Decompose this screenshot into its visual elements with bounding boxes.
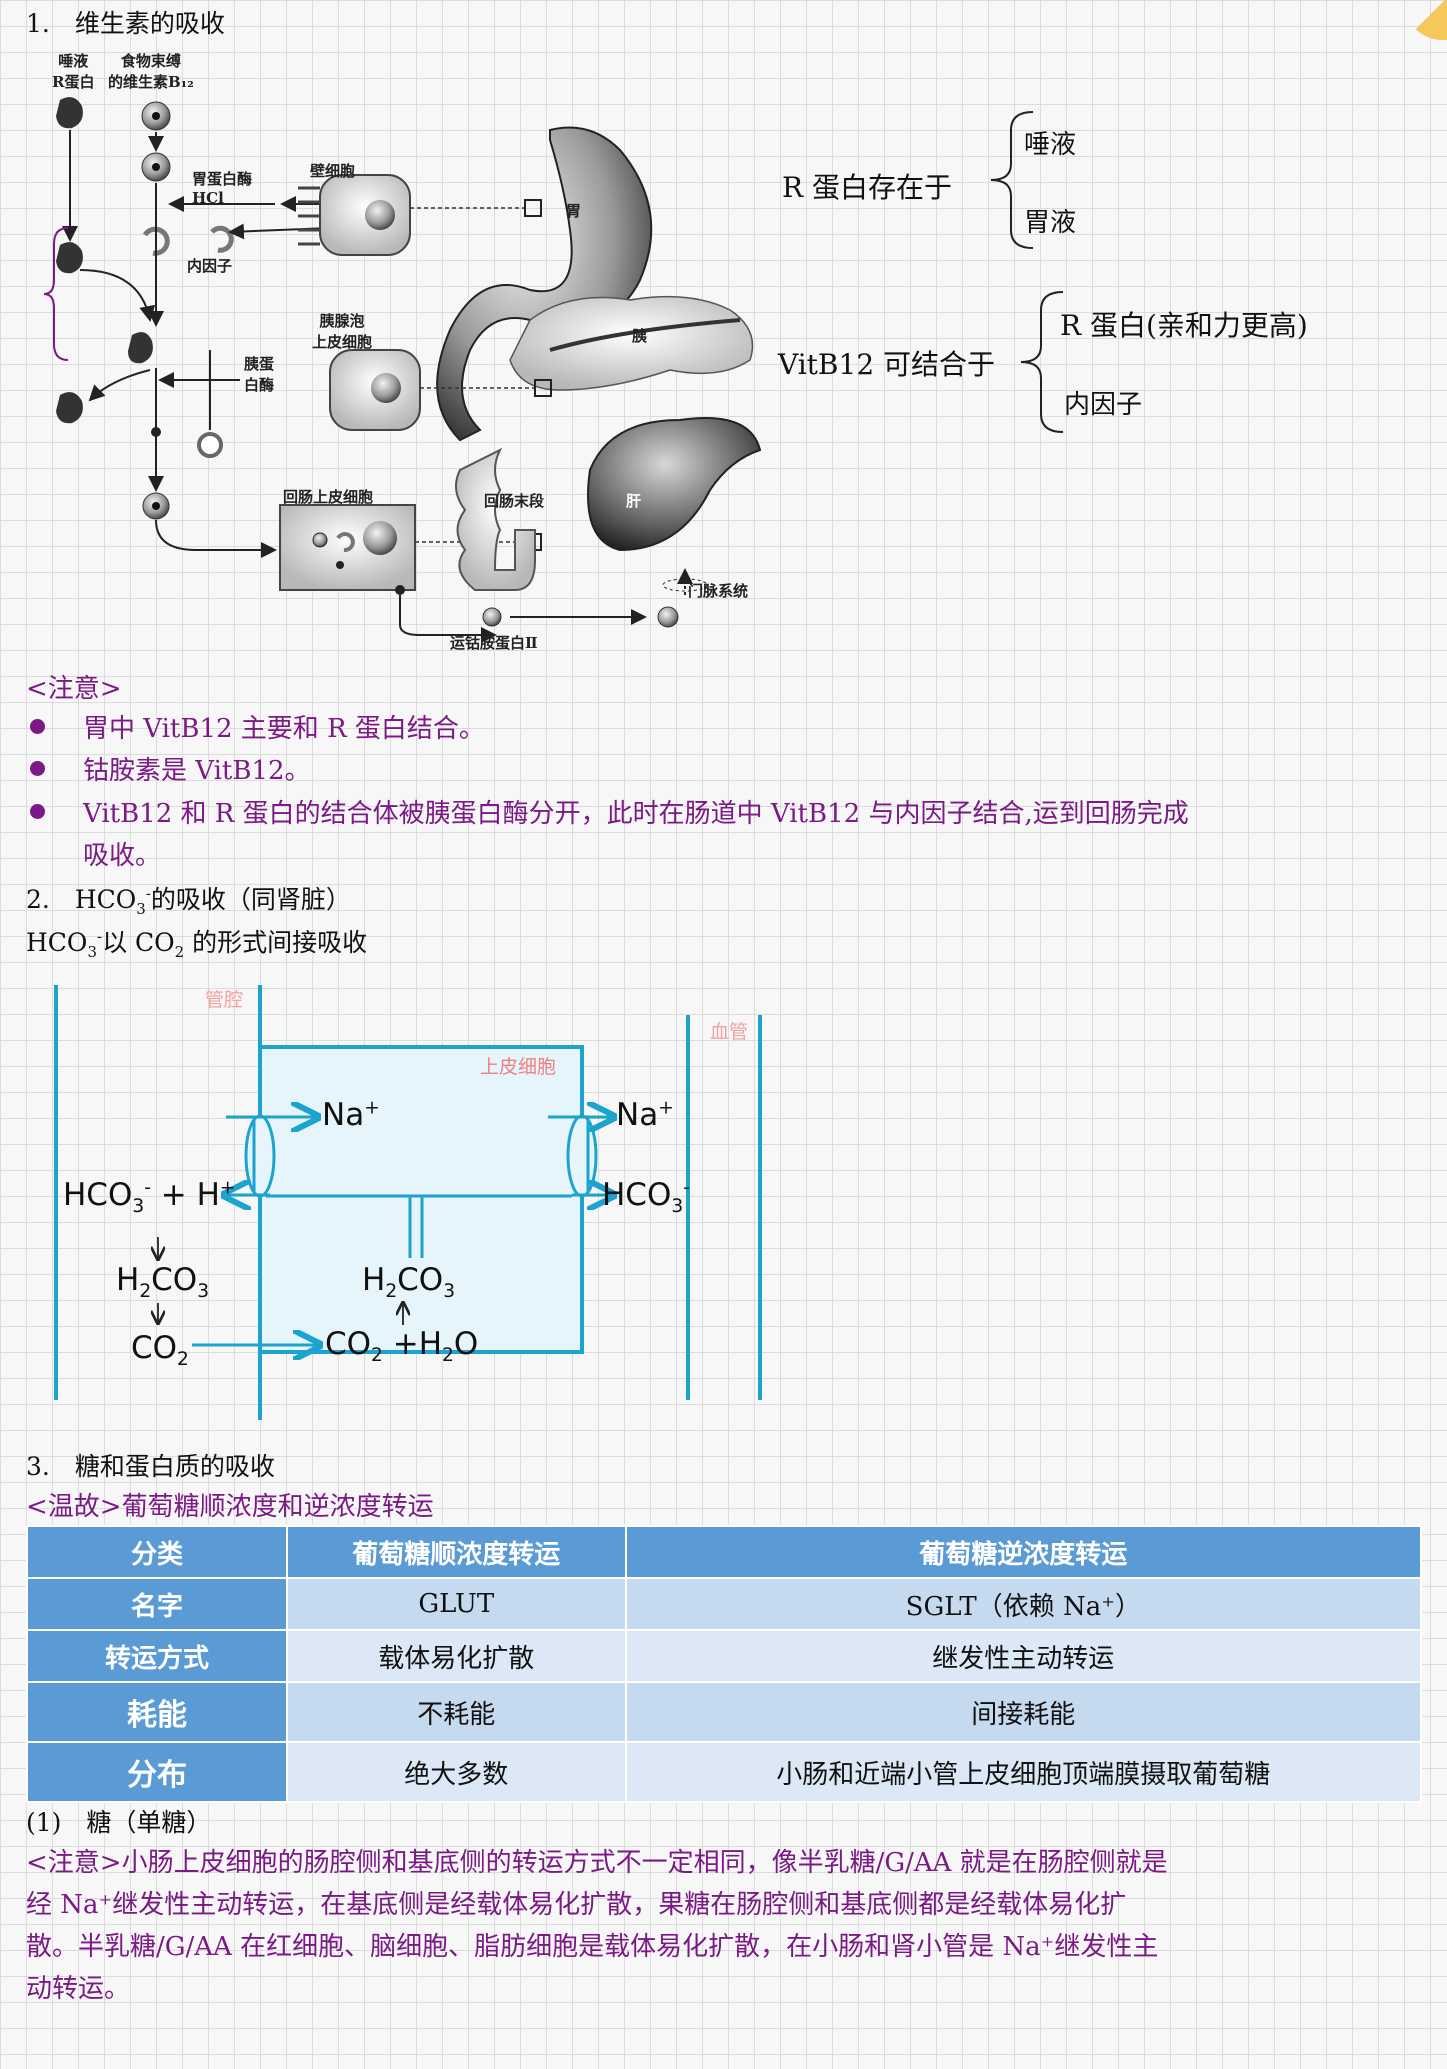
- label-acinar-cell: 胰腺泡 上皮细胞: [312, 312, 373, 351]
- bullet-icon: [30, 804, 45, 819]
- table-header-cell: 葡萄糖顺浓度转运: [286, 1525, 627, 1579]
- table-cell: 名字: [26, 1577, 288, 1631]
- note-1: 胃中 VitB12 主要和 R 蛋白结合。: [83, 714, 485, 744]
- paragraph-line: 散。半乳糖/G/AA 在红细胞、脑细胞、脂肪细胞是载体易化扩散，在小肠和肾小管是…: [26, 1932, 1159, 1962]
- label-liver: 肝: [626, 492, 642, 510]
- note-3-cont: 吸收。: [83, 841, 162, 871]
- note-3: VitB12 和 R 蛋白的结合体被胰蛋白酶分开，此时在肠道中 VitB12 与…: [83, 799, 1189, 829]
- table-header-cell: 葡萄糖逆浓度转运: [624, 1525, 1423, 1579]
- vitb12-bind-label: VitB12 可结合于: [778, 348, 996, 381]
- label-pancreas: 胰: [632, 327, 648, 345]
- label-ileal-cell: 回肠上皮细胞: [283, 488, 374, 506]
- co2-h2o: CO2 +H2O: [325, 1326, 479, 1367]
- bullet-icon: [30, 719, 45, 734]
- table-cell: 耗能: [26, 1681, 288, 1743]
- table-cell: GLUT: [286, 1577, 627, 1631]
- paragraph-line: 经 Na⁺继发性主动转运，在基底侧是经载体易化扩散，果糖在肠腔侧和基底侧都是经载…: [26, 1890, 1127, 1920]
- table-cell: 间接耗能: [624, 1681, 1423, 1743]
- h2co3-left: H2CO3: [116, 1262, 210, 1303]
- label-ileum-end: 回肠末段: [484, 492, 545, 510]
- label-trypsin: 胰蛋 白酶: [244, 355, 275, 394]
- na-left: Na+: [322, 1097, 380, 1133]
- label-portal-system: 门脉系统: [688, 582, 749, 600]
- table-row: 分布 绝大多数 小肠和近端小管上皮细胞顶端膜摄取葡萄糖: [26, 1741, 1423, 1803]
- label-transcobalamin: 运钴胺蛋白Ⅱ: [450, 634, 538, 652]
- r-protein-item-saliva: 唾液: [1024, 130, 1077, 160]
- table-cell: 载体易化扩散: [286, 1629, 627, 1683]
- r-protein-item-gastric: 胃液: [1024, 208, 1077, 238]
- review-title: <温故>葡萄糖顺浓度和逆浓度转运: [26, 1492, 434, 1522]
- paragraph-line: <注意>小肠上皮细胞的肠腔侧和基底侧的转运方式不一定相同，像半乳糖/G/AA 就…: [26, 1848, 1168, 1878]
- vitb12-item-intrinsic: 内因子: [1064, 390, 1143, 420]
- table-row: 转运方式 载体易化扩散 继发性主动转运: [26, 1629, 1423, 1683]
- label-epithelial-cell: 上皮细胞: [480, 1056, 557, 1078]
- transport-note-paragraph: <注意>小肠上皮细胞的肠腔侧和基底侧的转运方式不一定相同，像半乳糖/G/AA 就…: [26, 1842, 1426, 2010]
- label-parietal-cell: 壁细胞: [310, 162, 356, 180]
- label-vessel: 血管: [710, 1021, 749, 1043]
- label-saliva-r: 唾液 R蛋白: [52, 52, 95, 91]
- table-cell: 转运方式: [26, 1629, 288, 1683]
- section2-heading: 2. HCO3-的吸收（同肾脏）: [26, 884, 351, 918]
- sub-heading-monosaccharide: (1) 糖（单糖）: [26, 1808, 212, 1837]
- hco3-right: HCO3-: [602, 1177, 690, 1218]
- table-cell: SGLT（依赖 Na⁺）: [624, 1577, 1423, 1631]
- section2-subheading: HCO3-以 CO2 的形式间接吸收: [26, 927, 368, 961]
- label-stomach: 胃: [566, 202, 582, 220]
- section1-heading: 1. 维生素的吸收: [26, 9, 225, 38]
- table-header-row: 分类 葡萄糖顺浓度转运 葡萄糖逆浓度转运: [26, 1525, 1423, 1579]
- bullet-icon: [30, 761, 45, 776]
- table-header-cell: 分类: [26, 1525, 288, 1579]
- hco3-h-left: HCO3- + H+: [63, 1177, 236, 1218]
- note-title: <注意>: [26, 674, 122, 704]
- vitb12-item-r-protein: R 蛋白(亲和力更高): [1060, 309, 1308, 342]
- section3-heading: 3. 糖和蛋白质的吸收: [26, 1452, 275, 1481]
- table-cell: 不耗能: [286, 1681, 627, 1743]
- label-food-b12: 食物束缚 的维生素B₁₂: [108, 52, 194, 91]
- b12-absorption-figure: [43, 97, 762, 643]
- na-right: Na+: [616, 1097, 674, 1133]
- r-protein-label: R 蛋白存在于: [782, 171, 952, 204]
- table-cell: 绝大多数: [286, 1741, 627, 1803]
- paragraph-line: 动转运。: [26, 1974, 131, 2004]
- vitb12-brace: [1020, 291, 1064, 433]
- table-cell: 继发性主动转运: [624, 1629, 1423, 1683]
- h2co3-mid: H2CO3: [362, 1262, 456, 1303]
- co2-left: CO2: [131, 1330, 189, 1371]
- table-row: 耗能 不耗能 间接耗能: [26, 1681, 1423, 1743]
- page-corner-tab: [1403, 0, 1447, 40]
- label-lumen: 管腔: [205, 989, 244, 1011]
- hco3-absorption-diagram: [54, 985, 762, 1420]
- table-row: 名字 GLUT SGLT（依赖 Na⁺）: [26, 1577, 1423, 1631]
- r-protein-brace: [990, 111, 1034, 249]
- label-pepsin-hcl: 胃蛋白酶 HCl: [192, 170, 253, 207]
- table-cell: 分布: [26, 1741, 288, 1803]
- label-intrinsic-factor: 内因子: [187, 257, 233, 275]
- table-cell: 小肠和近端小管上皮细胞顶端膜摄取葡萄糖: [624, 1741, 1423, 1803]
- glucose-transport-table: 分类 葡萄糖顺浓度转运 葡萄糖逆浓度转运 名字 GLUT SGLT（依赖 Na⁺…: [26, 1525, 1423, 1803]
- note-2: 钴胺素是 VitB12。: [83, 756, 311, 786]
